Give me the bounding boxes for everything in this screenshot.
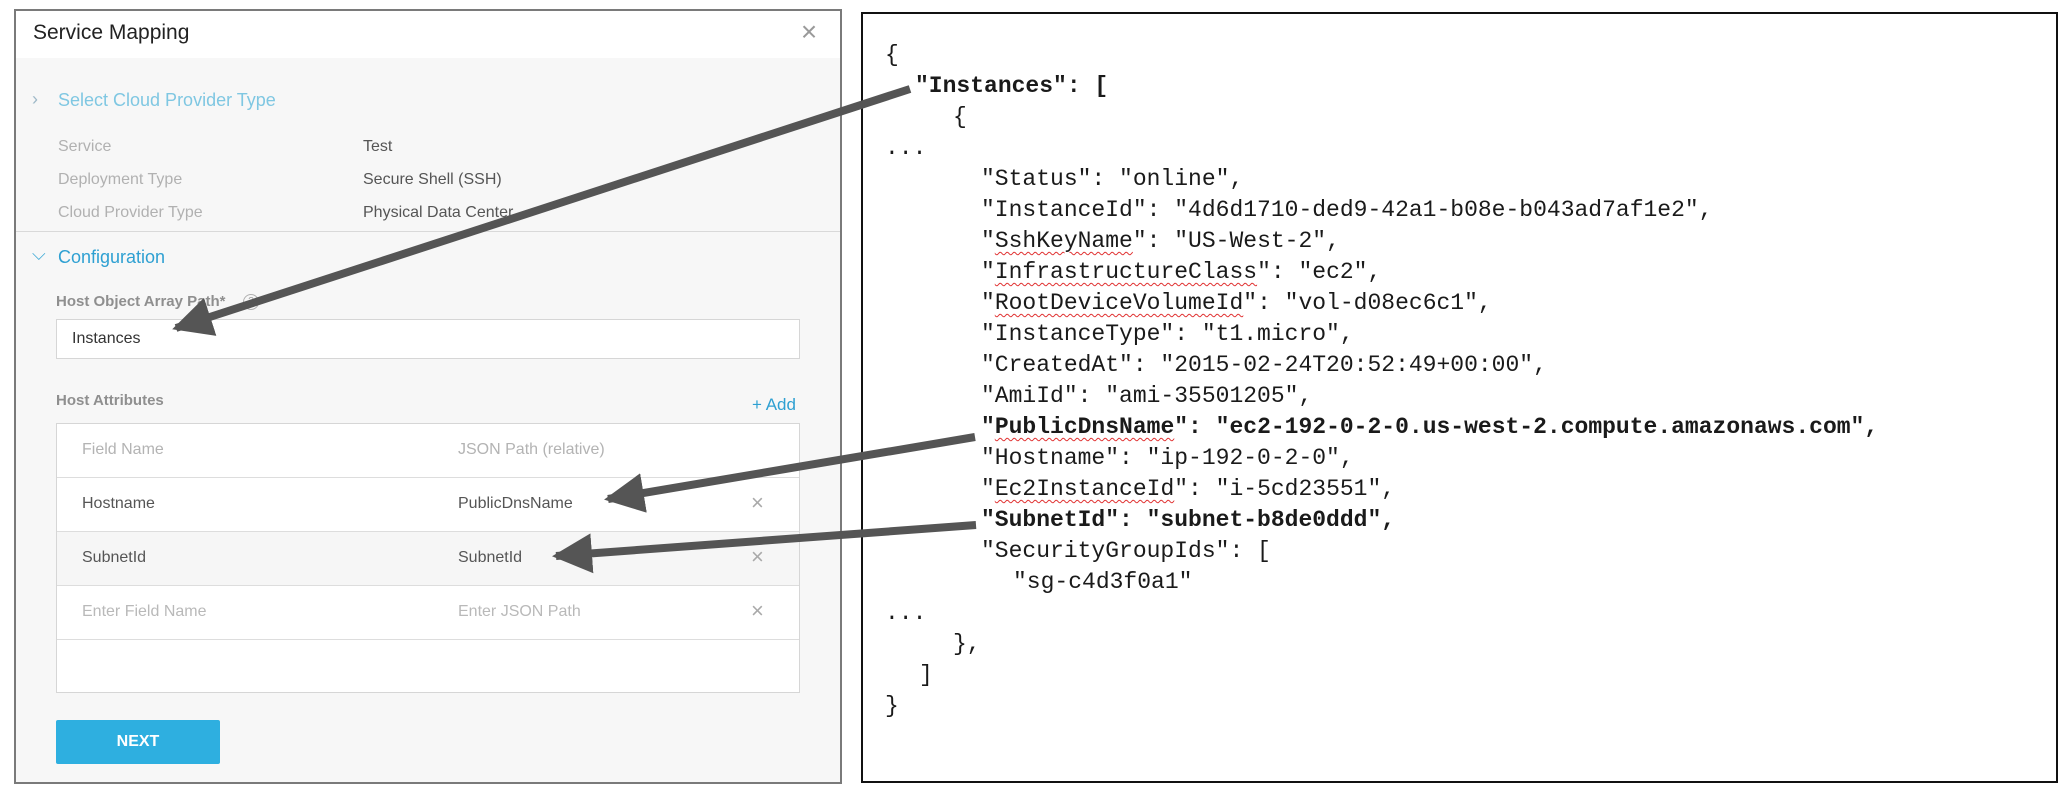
json-line: ] (919, 662, 933, 688)
remove-row-icon[interactable]: × (751, 598, 764, 623)
json-line-ami-id: "AmiId": "ami-35501205", (981, 383, 1313, 409)
section-divider (16, 231, 840, 232)
remove-row-icon[interactable]: × (751, 490, 764, 515)
summary-value: Test (363, 138, 393, 155)
json-text: : [ (1066, 73, 1109, 99)
json-line-created-at: "CreatedAt": "2015-02-24T20:52:49+00:00"… (981, 352, 1547, 378)
json-text: ": "ec2", (1257, 259, 1382, 285)
field-name-cell[interactable]: SubnetId (82, 549, 147, 566)
table-row-new: Enter Field Name Enter JSON Path × (57, 586, 799, 640)
table-header-row: Field Name JSON Path (relative) (57, 424, 799, 478)
json-line-security-group-ids: "SecurityGroupIds": [ (981, 538, 1271, 564)
json-text: ": "ec2-192-0-2-0.us-west-2.compute.amaz… (1174, 414, 1879, 440)
json-path-cell[interactable]: PublicDnsName (458, 495, 573, 512)
summary-label: Cloud Provider Type (58, 204, 203, 221)
json-path-cell[interactable]: SubnetId (458, 549, 523, 566)
service-mapping-dialog: Service Mapping × › Select Cloud Provide… (14, 9, 842, 784)
json-line-ec2-instance-id: "Ec2InstanceId": "i-5cd23551", (981, 476, 1395, 502)
json-key: InfrastructureClass (994, 259, 1258, 285)
json-path-input[interactable]: Enter JSON Path (458, 603, 581, 620)
json-line: } (885, 693, 899, 719)
column-header-field-name: Field Name (82, 441, 164, 458)
help-icon[interactable]: ? (243, 294, 259, 310)
json-text: ": "vol-d08ec6c1", (1243, 290, 1492, 316)
json-line-instances: "Instances": [ (915, 73, 1108, 99)
json-text: ": "US-West-2", (1132, 228, 1340, 254)
json-text: " (981, 414, 995, 440)
json-line: { (953, 104, 967, 130)
summary-value: Physical Data Center (363, 204, 514, 221)
host-attributes-table: Field Name JSON Path (relative) Hostname… (56, 423, 800, 693)
json-key: Ec2InstanceId (994, 476, 1175, 502)
json-text: ": "i-5cd23551", (1174, 476, 1396, 502)
field-name-cell[interactable]: Hostname (82, 495, 155, 512)
close-icon[interactable]: × (800, 16, 818, 47)
host-object-array-path-label: Host Object Array Path* (56, 293, 226, 310)
json-key: PublicDnsName (994, 414, 1175, 440)
select-cloud-provider-section: › Select Cloud Provider Type Service Tes… (16, 58, 840, 231)
host-attributes-label: Host Attributes (56, 392, 164, 409)
json-key: RootDeviceVolumeId (994, 290, 1244, 316)
json-line: ... (885, 600, 927, 626)
dialog-header: Service Mapping × (16, 11, 840, 58)
field-name-input[interactable]: Enter Field Name (82, 603, 207, 620)
table-row: Hostname PublicDnsName × (57, 478, 799, 532)
dialog-title: Service Mapping (33, 21, 190, 44)
select-cloud-provider-title[interactable]: Select Cloud Provider Type (58, 90, 276, 110)
json-line-subnet-id: "SubnetId": "subnet-b8de0ddd", (981, 507, 1396, 533)
json-line-status: "Status": "online", (981, 166, 1244, 192)
json-line-hostname: "Hostname": "ip-192-0-2-0", (981, 445, 1354, 471)
configuration-title[interactable]: Configuration (58, 247, 166, 267)
json-line-infrastructure-class: "InfrastructureClass": "ec2", (981, 259, 1381, 285)
json-line-ssh-key-name: "SshKeyName": "US-West-2", (981, 228, 1340, 254)
next-button[interactable]: NEXT (56, 720, 220, 764)
json-text: " (981, 476, 995, 502)
add-attribute-link[interactable]: + Add (752, 395, 796, 414)
summary-label: Deployment Type (58, 171, 183, 188)
json-line-root-device-volume-id: "RootDeviceVolumeId": "vol-d08ec6c1", (981, 290, 1492, 316)
json-key-instances: "Instances" (915, 73, 1067, 99)
json-line-instance-id: "InstanceId": "4d6d1710-ded9-42a1-b08e-b… (981, 197, 1713, 223)
json-line-instance-type: "InstanceType": "t1.micro", (981, 321, 1354, 347)
summary-label: Service (58, 138, 112, 155)
json-text: " (981, 290, 995, 316)
chevron-down-icon[interactable]: ⌵ (32, 244, 46, 264)
json-key: SshKeyName (994, 228, 1133, 254)
table-row: SubnetId SubnetId × (57, 532, 799, 586)
json-text: " (981, 228, 995, 254)
json-line: { (885, 42, 899, 68)
json-line-sg-value: "sg-c4d3f0a1" (1013, 569, 1193, 595)
column-header-json-path: JSON Path (relative) (458, 441, 605, 458)
summary-value: Secure Shell (SSH) (363, 171, 502, 188)
json-text: " (981, 259, 995, 285)
json-line-public-dns-name: "PublicDnsName": "ec2-192-0-2-0.us-west-… (981, 414, 1878, 440)
remove-row-icon[interactable]: × (751, 544, 764, 569)
json-panel: { "Instances": [ { ... "Status": "online… (861, 12, 2058, 783)
json-line: }, (953, 631, 981, 657)
json-line: ... (885, 135, 927, 161)
host-object-array-path-input[interactable]: Instances (56, 319, 800, 359)
chevron-right-icon[interactable]: › (32, 89, 38, 109)
